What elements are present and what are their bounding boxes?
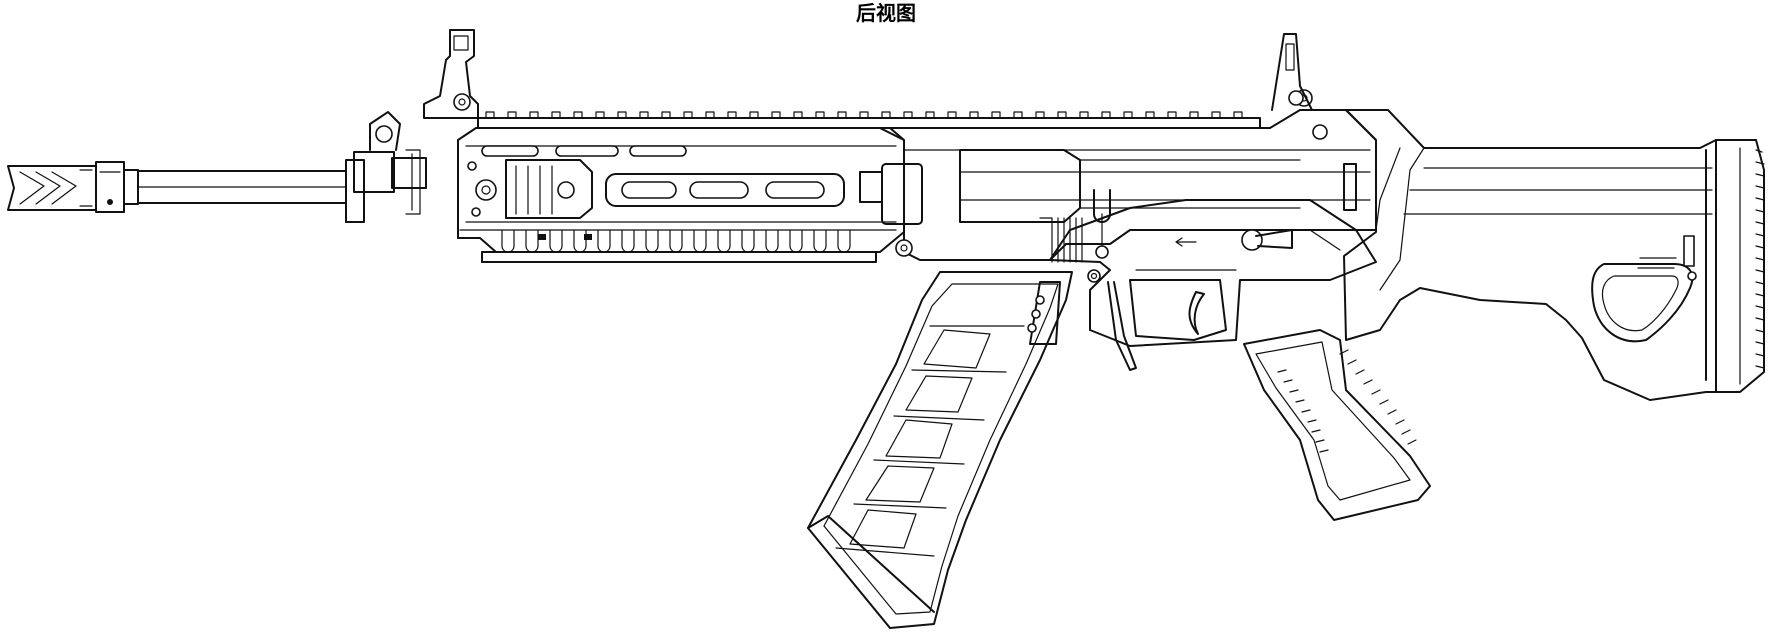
handguard xyxy=(457,127,905,253)
front-flip-sight xyxy=(423,29,479,119)
pistol-grip xyxy=(1243,329,1431,521)
front-sight-block xyxy=(345,111,427,223)
muzzle-brake xyxy=(7,161,139,213)
barrel xyxy=(137,170,347,204)
top-rail xyxy=(477,111,1261,129)
lower-receiver xyxy=(1049,199,1377,371)
bottom-rail xyxy=(481,229,877,263)
page-title: 后视图 xyxy=(856,1,916,25)
stock xyxy=(1343,109,1765,401)
magazine xyxy=(807,271,1073,629)
rear-flip-sight xyxy=(1271,33,1313,111)
upper-receiver xyxy=(859,89,1377,263)
